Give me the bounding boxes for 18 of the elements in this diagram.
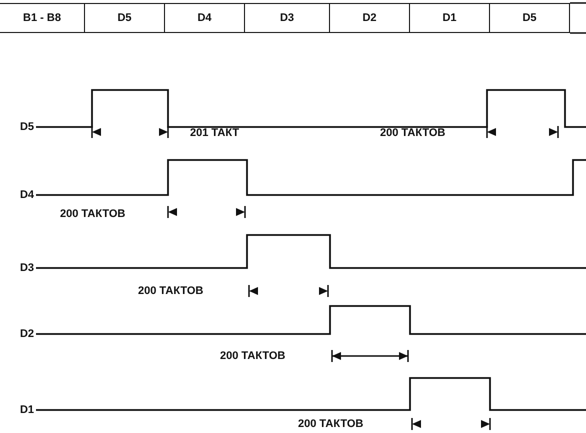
table-cell: D5: [85, 3, 165, 33]
signal-name: D3: [20, 262, 34, 274]
signal-name: D1: [20, 404, 34, 416]
duration-label: 200 ТАКТОВ: [220, 350, 286, 362]
table-cell: B1 - B8: [0, 3, 85, 33]
table-cell: D2: [330, 3, 410, 33]
signal-name: D5: [20, 121, 34, 133]
signal-name: D2: [20, 328, 34, 340]
table-cell: D4: [165, 3, 245, 33]
duration-label: 200 ТАКТОВ: [298, 418, 364, 430]
duration-label: 200 ТАКТОВ: [138, 285, 204, 297]
signal-name: D4: [20, 189, 34, 201]
duration-label: 200 ТАКТОВ: [60, 208, 126, 220]
duration-label: 201 ТАКТ: [190, 127, 240, 139]
table-cell: D1: [410, 3, 490, 33]
table-cell: D5: [490, 3, 570, 33]
duration-label: 200 ТАКТОВ: [380, 127, 446, 139]
table-cell: D3: [245, 3, 330, 33]
